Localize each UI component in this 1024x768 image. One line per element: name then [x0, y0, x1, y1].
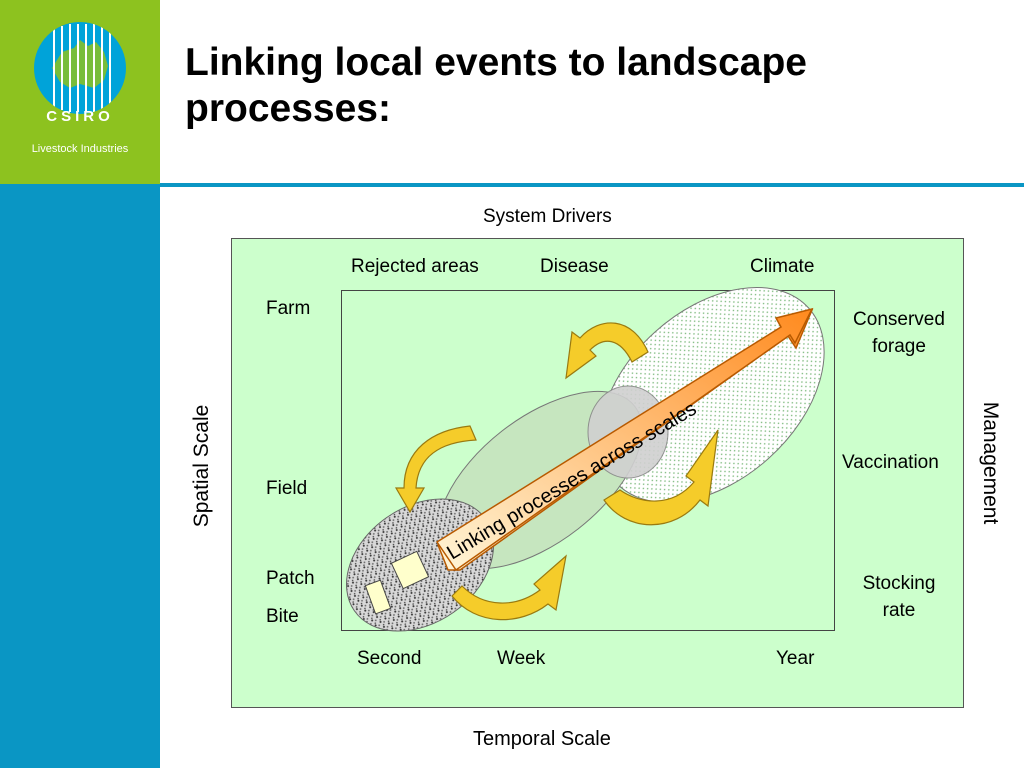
spatial-patch: Patch — [266, 568, 315, 589]
scale-box — [341, 290, 835, 631]
logo-wordmark: CSIRO — [46, 108, 114, 125]
driver-rejected-areas: Rejected areas — [351, 256, 479, 277]
spatial-field: Field — [266, 478, 308, 499]
csiro-logo: CSIRO Livestock Industries — [0, 0, 160, 184]
spatial-bite: Bite — [266, 606, 299, 627]
scales-arrow-body — [435, 307, 814, 572]
management-label: Management — [979, 401, 1002, 525]
temporal-second: Second — [357, 648, 422, 669]
system-drivers-label: System Drivers — [483, 206, 612, 227]
spatial-farm: Farm — [266, 298, 311, 319]
curved-arrow-4 — [603, 429, 719, 526]
driver-disease: Disease — [540, 256, 609, 277]
management-conserved-forage: Conserved forage — [853, 309, 945, 357]
curved-arrow-1 — [565, 322, 649, 380]
curved-arrow-3 — [451, 554, 567, 621]
bite-square-1 — [390, 550, 430, 590]
temporal-year: Year — [776, 648, 815, 669]
temporal-scale-label: Temporal Scale — [473, 728, 611, 750]
bite-square-2 — [364, 579, 392, 615]
temporal-week: Week — [497, 648, 546, 669]
australia-map-icon — [34, 22, 126, 114]
management-stocking-rate: Stocking rate — [862, 573, 936, 621]
curved-arrow-2 — [394, 425, 477, 514]
spatial-scale-label: Spatial Scale — [190, 404, 213, 528]
logo-subtitle: Livestock Industries — [31, 143, 129, 155]
header-divider — [160, 183, 1024, 187]
driver-climate: Climate — [750, 256, 815, 277]
slide-title: Linking local events to landscape proces… — [185, 41, 808, 130]
management-vaccination: Vaccination — [842, 452, 939, 473]
